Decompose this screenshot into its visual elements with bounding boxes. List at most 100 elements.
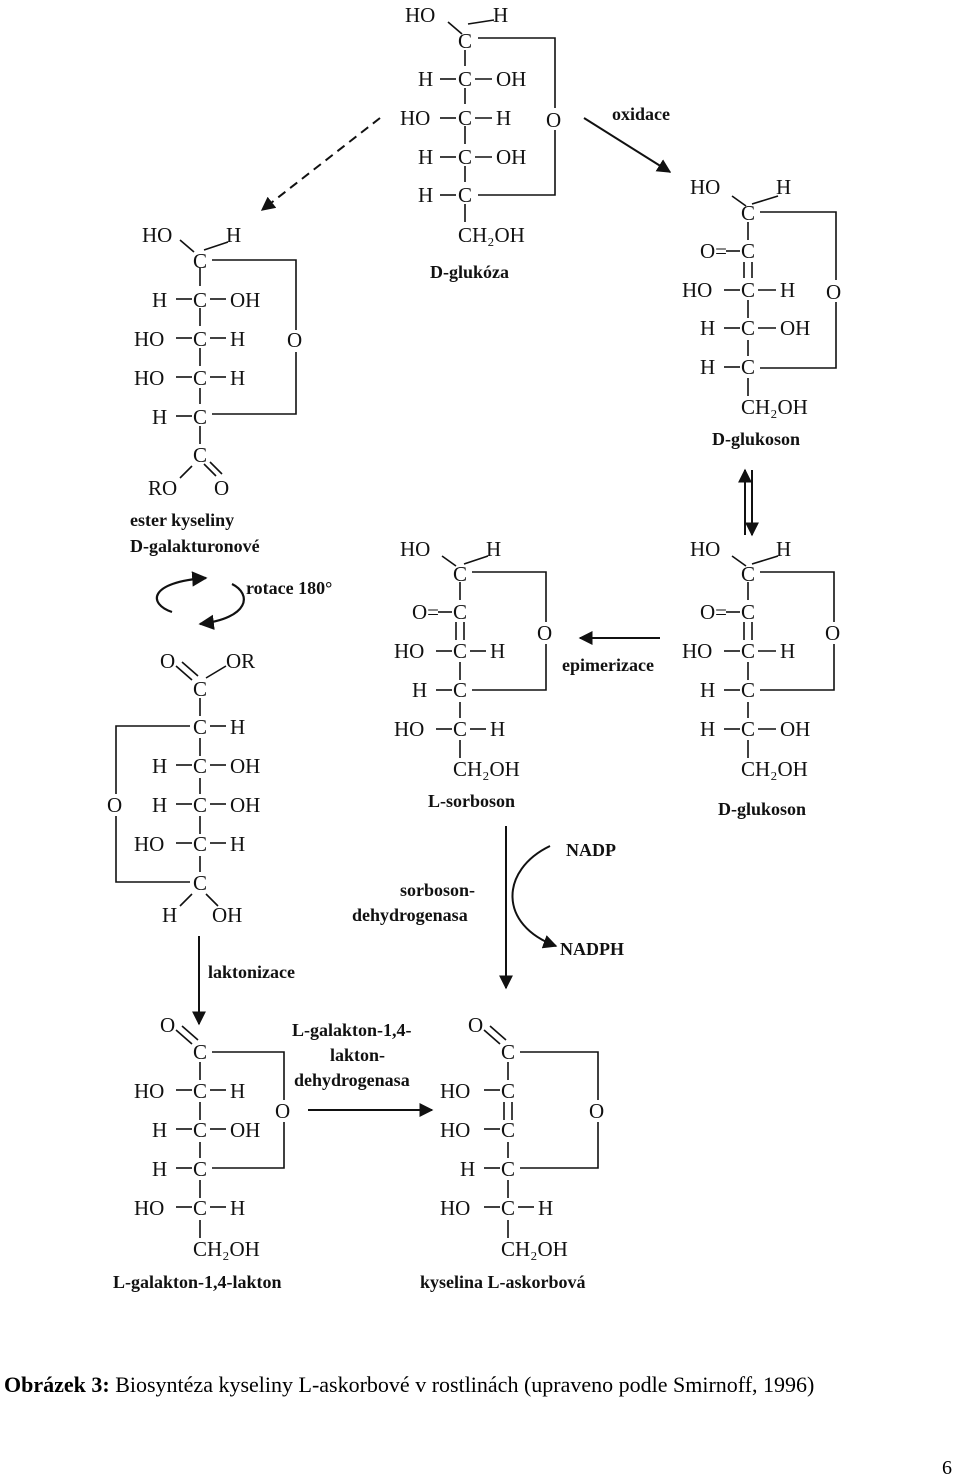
svg-text:OH: OH — [230, 754, 260, 778]
label-laktonizace: laktonizace — [208, 962, 295, 982]
svg-text:H: H — [418, 67, 433, 91]
svg-text:O: O — [214, 476, 229, 500]
svg-text:HO: HO — [134, 832, 164, 856]
figure-caption: Obrázek 3: Biosyntéza kyseliny L-askorbo… — [4, 1372, 814, 1398]
svg-text:H: H — [486, 537, 501, 561]
svg-text:OH: OH — [496, 67, 526, 91]
galacturonic-ester-structure — [176, 239, 297, 479]
rotated-ester-structure — [115, 661, 227, 907]
svg-text:HO: HO — [394, 717, 424, 741]
svg-text:C: C — [501, 1118, 515, 1142]
label-galakton-dh-3: dehydrogenasa — [294, 1070, 410, 1090]
svg-text:C: C — [453, 639, 467, 663]
svg-text:C: C — [741, 678, 755, 702]
svg-text:C: C — [193, 443, 207, 467]
svg-text:H: H — [226, 223, 241, 247]
label-rotace: rotace 180° — [246, 578, 332, 598]
svg-text:HO: HO — [394, 639, 424, 663]
svg-text:C: C — [193, 1118, 207, 1142]
svg-text:C: C — [741, 717, 755, 741]
svg-text:C: C — [741, 239, 755, 263]
svg-text:O: O — [160, 649, 175, 673]
svg-text:H: H — [496, 106, 511, 130]
svg-text:C: C — [193, 288, 207, 312]
svg-text:H: H — [230, 715, 245, 739]
svg-text:H: H — [152, 1118, 167, 1142]
svg-text:H: H — [418, 145, 433, 169]
dashed-arrow-to-ester — [260, 117, 381, 211]
label-ester-1: ester kyseliny — [130, 510, 234, 530]
svg-text:H: H — [230, 1079, 245, 1103]
svg-text:O=: O= — [700, 600, 727, 624]
svg-text:H: H — [152, 405, 167, 429]
svg-text:HO: HO — [440, 1118, 470, 1142]
svg-text:HO: HO — [690, 537, 720, 561]
svg-text:C: C — [193, 1040, 207, 1064]
page-number: 6 — [942, 1457, 952, 1479]
svg-text:C: C — [453, 717, 467, 741]
svg-text:H: H — [230, 832, 245, 856]
svg-text:C: C — [193, 793, 207, 817]
svg-text:CH₂OH: CH₂OH — [501, 1237, 568, 1261]
svg-text:HO: HO — [682, 639, 712, 663]
svg-text:C: C — [501, 1157, 515, 1181]
ascorbic-acid-structure — [483, 1025, 599, 1238]
label-galakton-dh-1: L-galakton-1,4- — [292, 1020, 412, 1040]
svg-text:O: O — [275, 1099, 290, 1123]
svg-text:O=: O= — [412, 600, 439, 624]
svg-text:O: O — [107, 793, 122, 817]
svg-text:O: O — [287, 328, 302, 352]
svg-text:CH₂OH: CH₂OH — [741, 757, 808, 781]
svg-text:H: H — [162, 903, 177, 927]
svg-text:HO: HO — [134, 327, 164, 351]
svg-text:H: H — [230, 1196, 245, 1220]
d-glucosone-top-atoms: HO H C O= C HO C H O H C OH H C CH₂OH — [682, 175, 841, 419]
svg-text:H: H — [776, 537, 791, 561]
svg-text:HO: HO — [134, 1079, 164, 1103]
svg-text:CH₂OH: CH₂OH — [193, 1237, 260, 1261]
svg-text:C: C — [193, 1196, 207, 1220]
label-sorboson-dh-2: dehydrogenasa — [352, 905, 468, 925]
svg-text:C: C — [458, 145, 472, 169]
svg-text:C: C — [501, 1040, 515, 1064]
svg-text:H: H — [412, 678, 427, 702]
label-l-galakton-lakton: L-galakton-1,4-lakton — [113, 1272, 282, 1292]
rotated-ester-atoms: O OR C C H H C OH O H C OH HO C H C H OH — [107, 649, 260, 927]
svg-text:H: H — [152, 1157, 167, 1181]
svg-text:O: O — [160, 1013, 175, 1037]
svg-text:HO: HO — [400, 537, 430, 561]
equilibrium-arrows — [738, 468, 759, 537]
svg-text:C: C — [741, 639, 755, 663]
nadp-curve-arrow — [511, 845, 558, 949]
svg-text:O=: O= — [700, 239, 727, 263]
svg-text:C: C — [501, 1196, 515, 1220]
svg-text:OH: OH — [230, 288, 260, 312]
svg-text:C: C — [193, 249, 207, 273]
svg-text:C: C — [741, 355, 755, 379]
svg-text:O: O — [826, 280, 841, 304]
svg-text:C: C — [458, 183, 472, 207]
label-d-glukoson-top: D-glukoson — [712, 429, 800, 449]
label-d-glukoson-bottom: D-glukoson — [718, 799, 806, 819]
svg-text:C: C — [453, 678, 467, 702]
label-ester-2: D-galakturonové — [130, 536, 260, 556]
svg-text:O: O — [468, 1013, 483, 1037]
label-epimerizace: epimerizace — [562, 655, 654, 675]
svg-text:C: C — [453, 600, 467, 624]
d-glucose-structure — [440, 19, 556, 222]
svg-text:C: C — [193, 1157, 207, 1181]
svg-text:H: H — [490, 639, 505, 663]
svg-text:OR: OR — [226, 649, 255, 673]
label-sorboson-dh-1: sorboson- — [400, 880, 475, 900]
svg-text:C: C — [458, 67, 472, 91]
svg-text:H: H — [700, 355, 715, 379]
label-nadp: NADP — [566, 840, 616, 860]
svg-text:HO: HO — [440, 1196, 470, 1220]
svg-text:HO: HO — [440, 1079, 470, 1103]
svg-text:OH: OH — [496, 145, 526, 169]
svg-text:C: C — [193, 405, 207, 429]
svg-text:H: H — [776, 175, 791, 199]
svg-text:C: C — [741, 316, 755, 340]
svg-text:C: C — [741, 201, 755, 225]
